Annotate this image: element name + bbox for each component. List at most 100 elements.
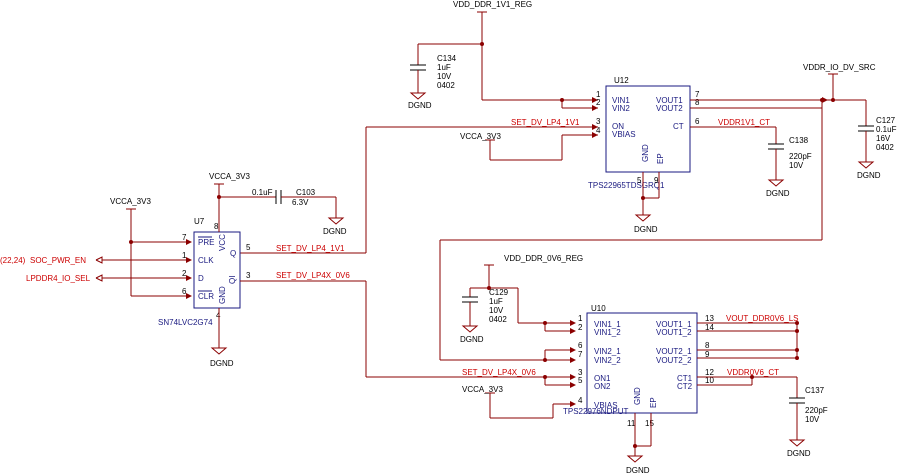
c137-value: 220pF [805, 406, 828, 415]
vddr0v6-ct-net [697, 375, 806, 447]
vcca-3v3-u10-label: VCCA_3V3 [462, 385, 503, 394]
u10-vin2-net [543, 347, 576, 363]
u7-pin-d: D [198, 274, 204, 283]
c137-voltage: 10V [805, 415, 820, 424]
c137-ref: C137 [805, 386, 825, 395]
u12-pin-ep: EP [656, 153, 665, 164]
u12-pin-vin1: VIN1 [612, 96, 630, 105]
u10-num-10: 10 [705, 376, 714, 385]
soc-pwr-en-net [95, 256, 192, 264]
soc-pwr-en-label: SOC_PWR_EN [30, 256, 86, 265]
set-dv-lp4-1v1-label-u7: SET_DV_LP4_1V1 [276, 244, 345, 253]
u12-pin-vbias: VBIAS [612, 130, 636, 139]
u7-vcc-net [214, 183, 345, 232]
u10-num-7: 7 [578, 350, 583, 359]
c138-ref: C138 [789, 136, 809, 145]
u10-num-4: 4 [578, 396, 583, 405]
u12-ground [634, 172, 660, 222]
u12-num-9: 9 [654, 176, 659, 185]
u7-num-7: 7 [182, 233, 187, 242]
vddr-io-dv-src-rail [439, 73, 866, 361]
u7-num-6: 6 [182, 287, 187, 296]
u10-num-8: 8 [705, 341, 710, 350]
vdd-ddr-0v6-reg-label: VDD_DDR_0V6_REG [504, 254, 583, 263]
u7-pin-qi: QI [228, 276, 237, 284]
set-dv-lp4x-0v6-label-u7: SET_DV_LP4X_0V6 [276, 271, 350, 280]
u10-num-14: 14 [705, 323, 714, 332]
u12-num-7: 7 [695, 90, 700, 99]
u10-num-15: 15 [645, 419, 654, 428]
u10-pin-ep: EP [649, 397, 658, 408]
u10-pin-on1: ON1 [594, 374, 611, 383]
u12-part-number: TPS22965TDSGRQ1 [588, 181, 665, 190]
capacitor-c134 [409, 44, 427, 100]
u10-pin-gnd: GND [633, 387, 642, 405]
u12-pin-vin2: VIN2 [612, 104, 630, 113]
soc-pwr-en-ref: (22,24) [0, 256, 26, 265]
c129-ref: C129 [489, 288, 509, 297]
vddr1v1-ct-label: VDDR1V1_CT [718, 118, 770, 127]
u10-num-9: 9 [705, 350, 710, 359]
u10-pin-ct2: CT2 [677, 382, 693, 391]
u10-body [586, 312, 698, 414]
u10-pin-vin2-1: VIN2_1 [594, 347, 621, 356]
u7-pin-q: Q [230, 249, 236, 258]
u10-num-3: 3 [578, 368, 583, 377]
capacitor-c127 [857, 100, 875, 169]
u10-pin-on2: ON2 [594, 382, 611, 391]
u10-part-number: TPS22976NDPUT [563, 407, 628, 416]
u7-pin-clr: CLR [198, 292, 214, 301]
dgnd-c138-label: DGND [766, 189, 790, 198]
u7-pin-clk: CLK [198, 256, 214, 265]
u12-pin-ct: CT [673, 122, 684, 131]
u10-pin-vbias: VBIAS [594, 401, 618, 410]
c127-size: 0402 [876, 143, 894, 152]
dgnd-c134-label: DGND [408, 101, 432, 110]
vddr0v6-ct-label: VDDR0V6_CT [727, 368, 779, 377]
vout-ddr0v6-ls-label: VOUT_DDR0V6_LS [726, 314, 798, 323]
u7-preset-clear-net [126, 208, 192, 299]
u7-body [193, 231, 241, 309]
c127-ref: C127 [876, 116, 896, 125]
vcca-3v3-u7-label: VCCA_3V3 [209, 172, 250, 181]
u10-pin-vout1-1: VOUT1_1 [656, 320, 692, 329]
u12-ref: U12 [614, 76, 629, 85]
c134-size: 0402 [437, 81, 455, 90]
set-dv-lp4x-0v6-net [240, 280, 576, 388]
vdd-ddr-0v6-rail [470, 264, 576, 334]
dgnd-c137-label: DGND [787, 449, 811, 458]
u7-ground [210, 308, 228, 355]
u10-pin-vout2-2: VOUT2_2 [656, 356, 692, 365]
dgnd-c127-label: DGND [857, 171, 881, 180]
u12-num-1: 1 [596, 90, 601, 99]
c134-value: 1uF [437, 63, 451, 72]
set-dv-lp4x-0v6-label-u10: SET_DV_LP4X_0V6 [462, 368, 536, 377]
c134-voltage: 10V [437, 72, 452, 81]
u7-num-8: 8 [214, 222, 219, 231]
c127-value: 0.1uF [876, 125, 897, 134]
vddr-io-dv-src-label: VDDR_IO_DV_SRC [803, 63, 876, 72]
u10-num-2: 2 [578, 323, 583, 332]
u7-pin-pre: PRE [198, 238, 214, 247]
u10-num-5: 5 [578, 376, 583, 385]
u12-body [605, 85, 691, 173]
u12-num-3: 3 [596, 117, 601, 126]
u12-num-6: 6 [695, 117, 700, 126]
u10-num-13: 13 [705, 314, 714, 323]
u12-vbias-net [485, 132, 598, 161]
vcca-3v3-u12-label: VCCA_3V3 [460, 132, 501, 141]
u10-pin-vin2-2: VIN2_2 [594, 356, 621, 365]
dgnd-u7-label: DGND [210, 359, 234, 368]
u12-num-8: 8 [695, 98, 700, 107]
u12-num-4: 4 [596, 126, 601, 135]
c129-value: 1uF [489, 297, 503, 306]
lpddr4-io-sel-label: LPDDR4_IO_SEL [26, 274, 91, 283]
u10-vbias-net [485, 392, 576, 419]
u12-pin-vout2: VOUT2 [656, 104, 683, 113]
dgnd-u12-label: DGND [634, 225, 658, 234]
u12-num-5: 5 [637, 176, 642, 185]
vddr1v1-ct-net [690, 126, 785, 187]
u12-pin-vout1: VOUT1 [656, 96, 683, 105]
u10-num-6: 6 [578, 341, 583, 350]
